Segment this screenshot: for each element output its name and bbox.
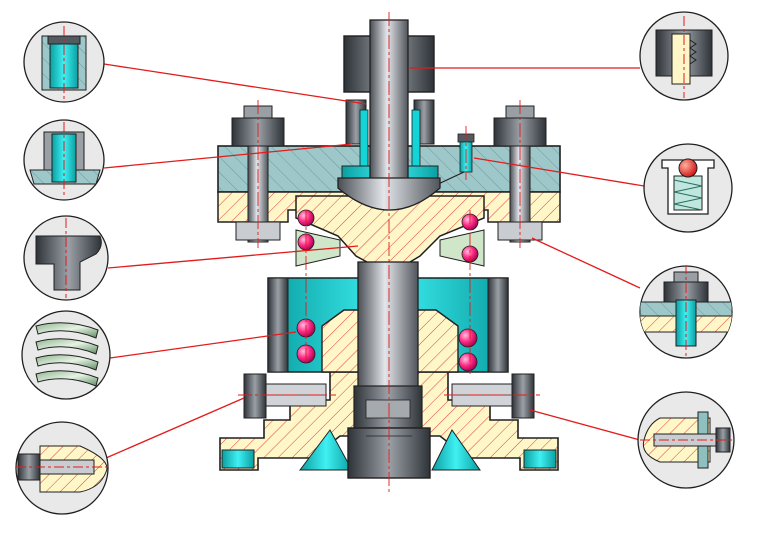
callout-bushing-with-shoulder (23, 21, 105, 103)
callout-stud-bolt-with-nut (639, 265, 733, 359)
callout-compression-spring (21, 310, 111, 400)
upper-spring-left (295, 209, 341, 267)
main-assembly (217, 12, 561, 492)
callout-screw-in-tapered-boss (637, 391, 735, 489)
upper-spring-right (439, 213, 485, 267)
callout-set-screw-in-boss (15, 421, 109, 515)
centerlines (238, 12, 540, 492)
callout-spring-detent-ball (643, 143, 733, 233)
callout-flanged-sleeve (23, 119, 105, 201)
leader-lines (103, 63, 645, 459)
callout-shaft-head (23, 215, 109, 301)
callout-nut-on-thread (639, 11, 729, 101)
